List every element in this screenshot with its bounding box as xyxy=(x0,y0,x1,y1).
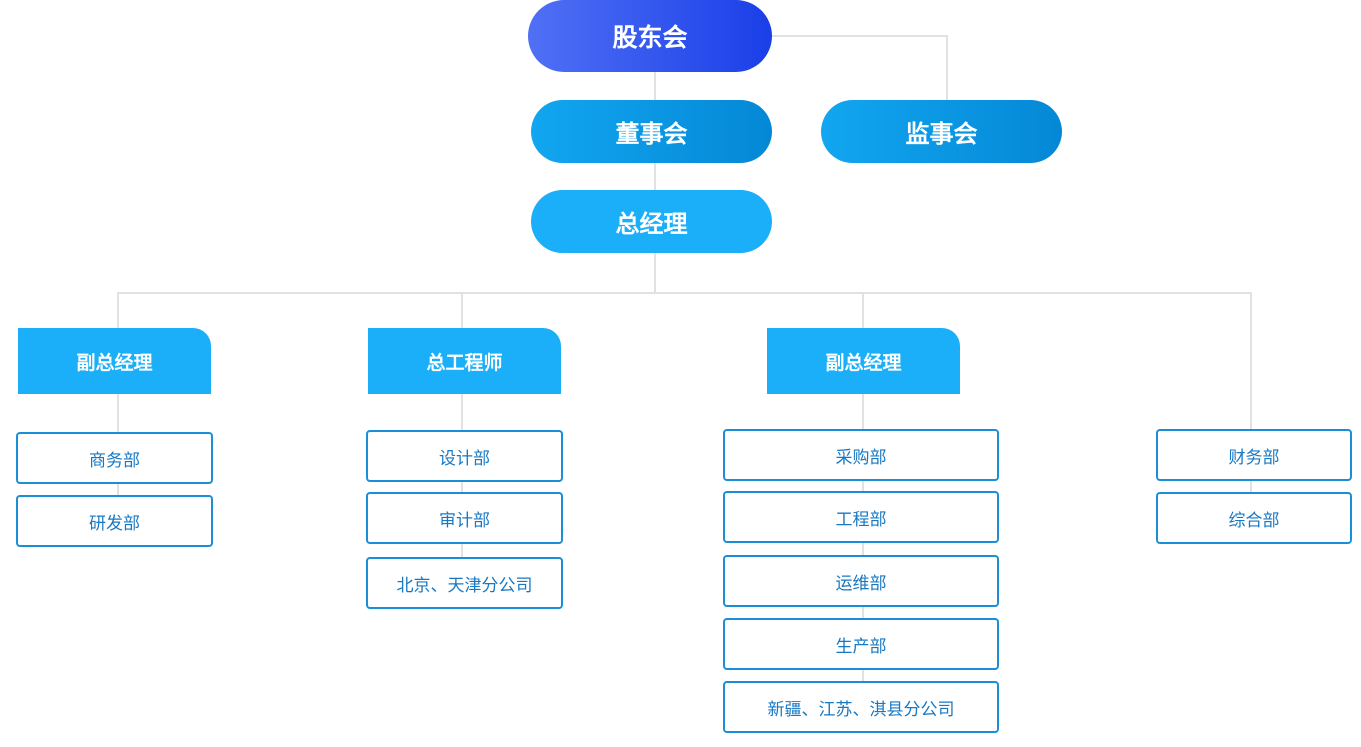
deputy-gm-node-1: 副总经理 xyxy=(18,328,211,394)
dept-operations: 运维部 xyxy=(723,555,999,607)
dept-commerce: 商务部 xyxy=(16,432,213,484)
dept-procurement: 采购部 xyxy=(723,429,999,481)
connector-drop-1 xyxy=(117,292,119,330)
connector-drop-2 xyxy=(461,292,463,330)
connector-gm-bus xyxy=(654,251,656,293)
directors-node: 董事会 xyxy=(531,100,772,163)
connector-to-supervisors xyxy=(946,35,948,101)
connector-drop-3 xyxy=(862,292,864,330)
connector-shareholders-directors xyxy=(654,70,656,102)
dept-beijing-tianjin-branch: 北京、天津分公司 xyxy=(366,557,563,609)
chief-engineer-node: 总工程师 xyxy=(368,328,561,394)
dept-design: 设计部 xyxy=(366,430,563,482)
general-manager-node: 总经理 xyxy=(531,190,772,253)
connector-shareholders-right xyxy=(770,35,948,37)
connector-col-4 xyxy=(1250,478,1252,495)
shareholders-node: 股东会 xyxy=(528,0,772,72)
dept-finance: 财务部 xyxy=(1156,429,1352,481)
connector-drop-4 xyxy=(1250,292,1252,432)
dept-engineering: 工程部 xyxy=(723,491,999,543)
deputy-gm-node-2: 副总经理 xyxy=(767,328,960,394)
dept-xinjiang-jiangsu-qixian-branch: 新疆、江苏、淇县分公司 xyxy=(723,681,999,733)
dept-general-affairs: 综合部 xyxy=(1156,492,1352,544)
dept-rnd: 研发部 xyxy=(16,495,213,547)
connector-directors-gm xyxy=(654,161,656,192)
dept-audit: 审计部 xyxy=(366,492,563,544)
supervisors-node: 监事会 xyxy=(821,100,1062,163)
connector-horizontal-bus xyxy=(117,292,1252,294)
dept-production: 生产部 xyxy=(723,618,999,670)
